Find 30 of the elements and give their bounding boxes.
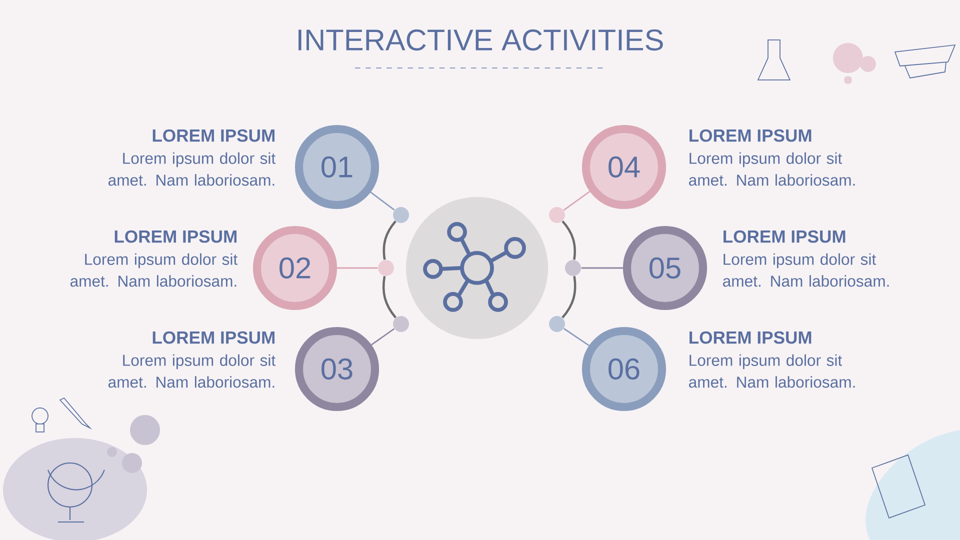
title: INTERACTIVE ACTIVITIES: [298, 29, 663, 51]
description: Lorem ipsum dolor sit amet. Nam laboriosam.: [70, 253, 238, 287]
description: Lorem ipsum dolor sit amet. Nam laboriosam.: [689, 354, 855, 388]
connector-dot: [393, 316, 409, 332]
connector-line: [581, 267, 623, 269]
heading: LOREM IPSUM: [152, 129, 274, 142]
connector-line: [371, 328, 395, 346]
connector-dot: [565, 260, 581, 276]
connector-line: [563, 190, 590, 211]
connector-line: [370, 192, 395, 211]
heading: LOREM IPSUM: [724, 230, 846, 243]
heading: LOREM IPSUM: [114, 230, 236, 243]
connector-dot: [549, 207, 565, 223]
heading: LOREM IPSUM: [152, 331, 274, 344]
connector-dot: [393, 207, 409, 223]
arc-line: [562, 220, 576, 260]
arc-line: [562, 276, 576, 318]
connector-dot: [549, 316, 565, 332]
connector-dot: [378, 260, 394, 276]
description: Lorem ipsum dolor sit amet. Nam laboriosam.: [108, 152, 276, 186]
heading: LOREM IPSUM: [690, 129, 812, 142]
heading: LOREM IPSUM: [690, 331, 812, 344]
description: Lorem ipsum dolor sit amet. Nam laboriosam.: [689, 152, 855, 186]
arc-line: [382, 220, 396, 260]
description: Lorem ipsum dolor sit amet. Nam laboriosam.: [723, 253, 889, 287]
arc-line: [382, 276, 397, 318]
hub-circle: [406, 196, 548, 339]
connector-line: [564, 328, 590, 346]
connector-line: [337, 267, 378, 269]
description: Lorem ipsum dolor sit amet. Nam laboriosam.: [108, 354, 276, 388]
